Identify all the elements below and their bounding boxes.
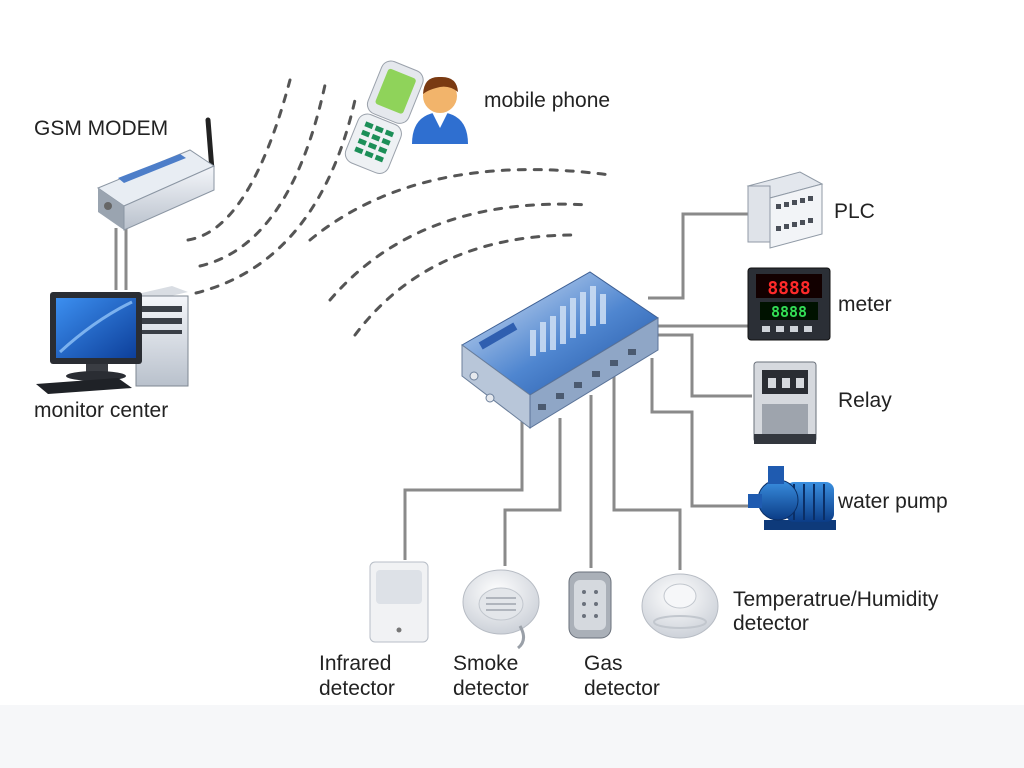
gas-detector-label-line2: detector [584, 677, 660, 700]
infrared-detector-label-line2: detector [319, 677, 395, 700]
computer-icon [36, 286, 189, 394]
mobile-phone-icon [344, 60, 424, 174]
gas-detector-label-line1: Gas [584, 652, 623, 675]
water-pump-icon [748, 466, 836, 530]
infrared-detector-label-line1: Infrared [319, 652, 392, 675]
smoke-detector-icon [462, 569, 540, 650]
connection-wires [114, 212, 756, 570]
smoke-detector-label-line2: detector [453, 677, 529, 700]
meter-top-reading: 8888 [767, 278, 810, 299]
gsm-modem-label: GSM MODEM [34, 117, 169, 140]
plc-label: PLC [834, 200, 875, 223]
relay-label: Relay [838, 389, 892, 412]
infrared-detector-icon [369, 561, 429, 643]
temperature-humidity-label-line1: Temperatrue/Humidity [733, 588, 939, 611]
meter-label: meter [838, 293, 892, 316]
wireless-signal-waves [186, 78, 612, 337]
controller-device-icon [461, 271, 659, 430]
temperature-humidity-label-line2: detector [733, 612, 809, 635]
relay-icon [753, 361, 817, 444]
bottom-band [0, 705, 1024, 768]
gsm-modem-icon [96, 117, 216, 231]
meter-icon: 8888 8888 [747, 267, 831, 341]
person-icon [412, 76, 468, 144]
water-pump-label: water pump [838, 490, 948, 513]
gas-detector-icon [568, 571, 612, 639]
temperature-humidity-detector-icon [641, 573, 719, 639]
mobile-phone-label: mobile phone [484, 89, 611, 112]
plc-icon [746, 171, 824, 249]
meter-bottom-reading: 8888 [771, 303, 807, 321]
monitor-center-label: monitor center [34, 399, 169, 422]
smoke-detector-label-line1: Smoke [453, 652, 519, 675]
